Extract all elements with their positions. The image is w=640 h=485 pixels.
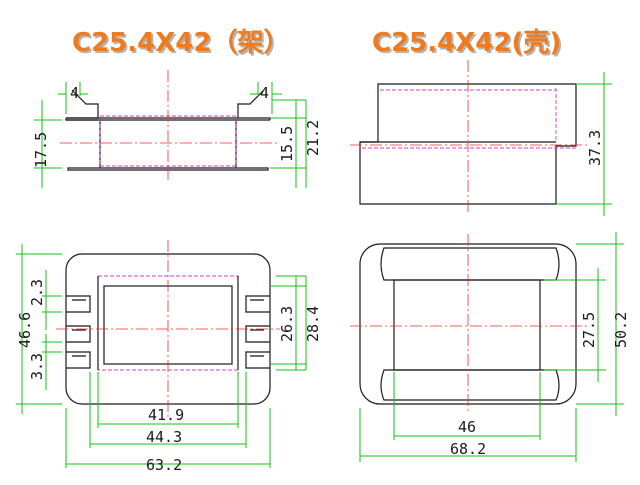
frame-plan-view — [16, 240, 307, 468]
shell-title-suffix: (壳) — [511, 28, 562, 58]
shell-title: C25.4X42(壳) — [372, 22, 561, 59]
dim-frame-outer-h: 21.2 — [304, 120, 322, 156]
shell-plan-view — [350, 232, 624, 462]
dim-shell-win: 27.5 — [580, 312, 598, 348]
dim-frame-win-outer: 28.4 — [304, 306, 322, 342]
frame-title-suffix: （架） — [211, 28, 290, 58]
dim-frame-w1: 41.9 — [148, 406, 184, 424]
dim-frame-inner-h: 15.5 — [278, 126, 296, 162]
shell-side-view — [350, 60, 612, 216]
dim-frame-height: 17.5 — [32, 132, 50, 168]
dim-frame-plan-depth: 46.6 — [16, 312, 34, 348]
dim-shell-depth: 50.2 — [612, 312, 630, 348]
dim-frame-w2: 44.3 — [146, 428, 182, 446]
shell-title-text: C25.4X42 — [372, 28, 512, 58]
dim-shell-height: 37.3 — [586, 130, 604, 166]
dim-shell-win-w: 46 — [458, 418, 476, 436]
dim-frame-win-inner: 26.3 — [278, 306, 296, 342]
dim-frame-w3: 63.2 — [146, 456, 182, 474]
dim-frame-tab-left: 4 — [70, 84, 79, 102]
frame-side-view — [34, 70, 307, 188]
dim-frame-pin-a: 2.3 — [28, 279, 46, 306]
dim-shell-w: 68.2 — [450, 440, 486, 458]
dim-frame-pin-b: 3.3 — [28, 353, 46, 380]
frame-title-text: C25.4X42 — [72, 28, 212, 58]
frame-title: C25.4X42（架） — [72, 22, 289, 59]
dim-frame-tab-right: 4 — [260, 84, 269, 102]
